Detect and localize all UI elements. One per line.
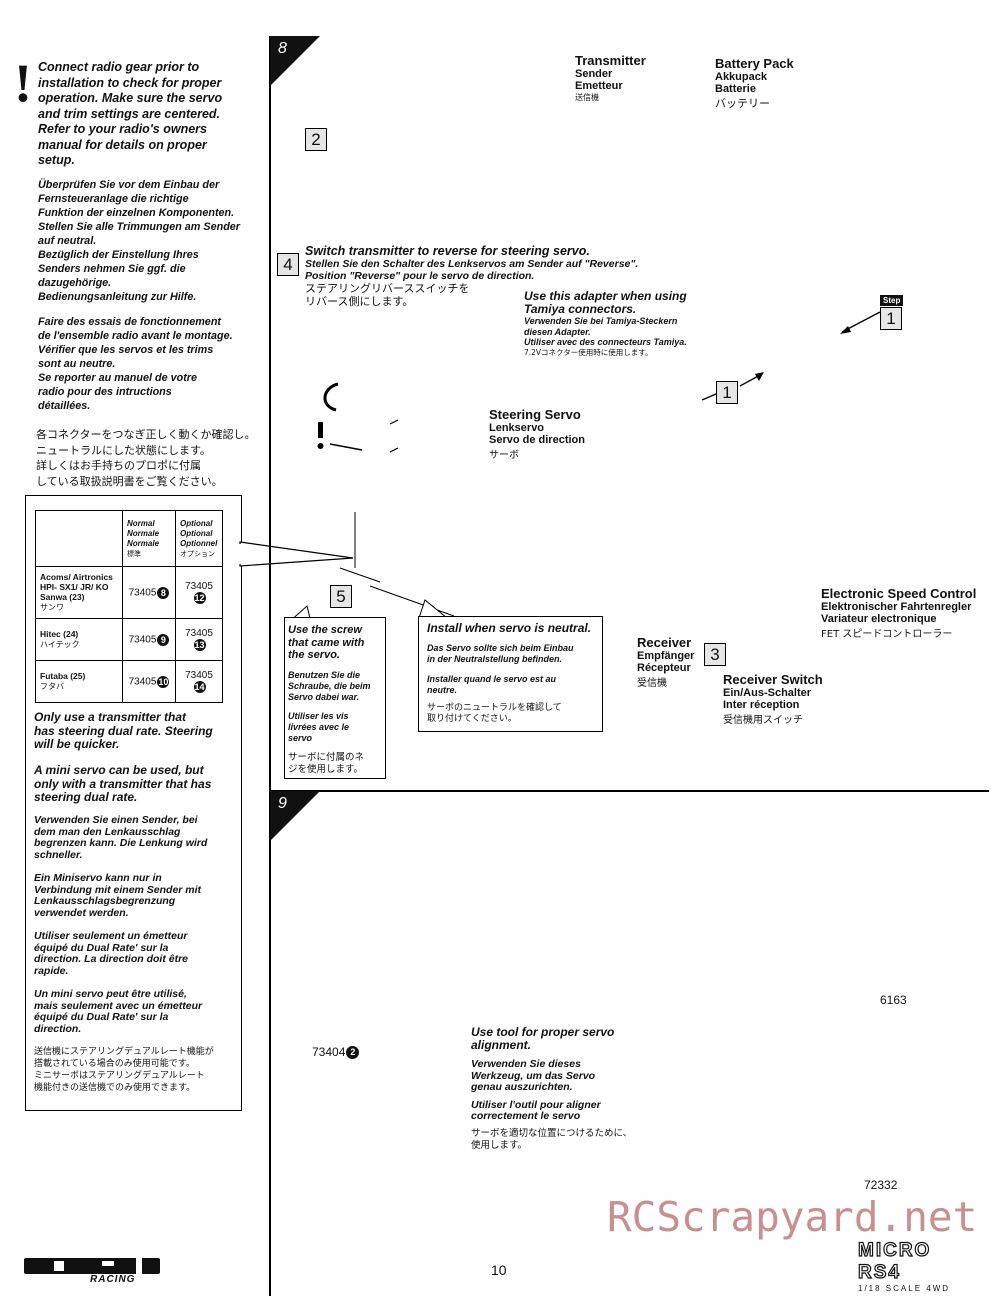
note-dual-rate-fr: Utiliser seulement un émetteur équipé du…: [34, 930, 189, 977]
substep-4-box: 4: [277, 253, 299, 276]
intro-english: Connect radio gear prior to installation…: [38, 60, 223, 167]
table-header-normal: Normal Normale Normale 標準: [122, 510, 176, 567]
hpi-racing-logo: HPI RACING: [24, 1258, 164, 1294]
esc-label: Electronic Speed Control Elektronischer …: [821, 586, 977, 640]
note-mini-servo-en: A mini servo can be used, but only with …: [34, 763, 212, 804]
callout-pointer: [238, 541, 354, 567]
neutral-note-box: Install when servo is neutral. Das Servo…: [418, 616, 603, 732]
part-72332-label: 72332: [864, 1178, 898, 1192]
step-8-tab: [270, 36, 320, 86]
substep-5-box: 5: [330, 585, 352, 608]
step-label: Step: [880, 295, 904, 306]
receiver-label: Receiver Empfänger Récepteur 受信機: [637, 635, 695, 689]
note-mini-servo-de: Ein Miniservo kann nur in Verbindung mit…: [34, 872, 202, 919]
screw-note-box: Use the screw that came with the servo. …: [284, 617, 386, 779]
servo-horn-illustration: [317, 382, 399, 453]
servo-saver-table: Normal Normale Normale 標準 Optional Optio…: [35, 510, 223, 703]
intro-french: Faire des essais de fonctionnement de l'…: [38, 316, 233, 412]
receiver-switch-label: Receiver Switch Ein/Aus-Schalter Inter r…: [723, 672, 823, 726]
step-8-number: 8: [278, 40, 287, 57]
step-1-box: 1: [880, 307, 902, 330]
step-9-tab: [270, 791, 320, 841]
note-dual-rate-de: Verwenden Sie einen Sender, bei dem man …: [34, 814, 208, 861]
part-6163-label: 6163: [880, 993, 907, 1007]
reverse-instruction: Switch transmitter to reverse for steeri…: [305, 244, 639, 308]
substep-2-box: 2: [305, 128, 327, 151]
step-9-number: 9: [278, 795, 287, 812]
intro-japanese: 各コネクターをつなぎ正しく動くか確認し。 ニュートラルにした状態にします。 詳し…: [36, 428, 256, 488]
table-row: Acoms/ Airtronics HPI- SX1/ JR/ KO Sanwa…: [35, 566, 223, 619]
tool-instruction: Use tool for proper servo alignment. Ver…: [471, 1025, 633, 1151]
substep-1-arrow: [701, 372, 764, 401]
step-1-arrow: [840, 311, 881, 334]
step-divider: [269, 790, 989, 792]
adapter-note: Use this adapter when using Tamiya conne…: [524, 289, 687, 358]
note-dual-rate-en: Only use a transmitter that has steering…: [34, 710, 213, 751]
substep-3-box: 3: [704, 643, 726, 666]
note-mini-servo-fr: Un mini servo peut être utilisé, mais se…: [34, 988, 203, 1035]
warning-icon: !: [14, 53, 32, 113]
page-number: 10: [491, 1262, 507, 1278]
watermark: RCScrapyard.net: [607, 1193, 978, 1241]
transmitter-label: Transmitter Sender Emetteur 送信機: [575, 53, 646, 102]
servo-chart-box: Normal Normale Normale 標準 Optional Optio…: [25, 495, 242, 1111]
note-japanese: 送信機にステアリングデュアルレート機能が 搭載されている場合のみ使用可能です。 …: [34, 1047, 214, 1093]
battery-pack-label: Battery Pack Akkupack Batterie バッテリー: [715, 56, 794, 110]
column-divider: [269, 36, 271, 1296]
intro-german: Überprüfen Sie vor dem Einbau der Fernst…: [38, 179, 241, 303]
table-header-optional: Optional Optional Optionnel オプション: [175, 510, 223, 567]
servo-mount-lines: [339, 512, 455, 617]
steering-servo-label: Steering Servo Lenkservo Servo de direct…: [489, 407, 585, 461]
micro-rs4-logo: MICRO RS4 1/18 SCALE 4WD: [857, 1239, 951, 1293]
substep-1-box: 1: [716, 381, 738, 404]
